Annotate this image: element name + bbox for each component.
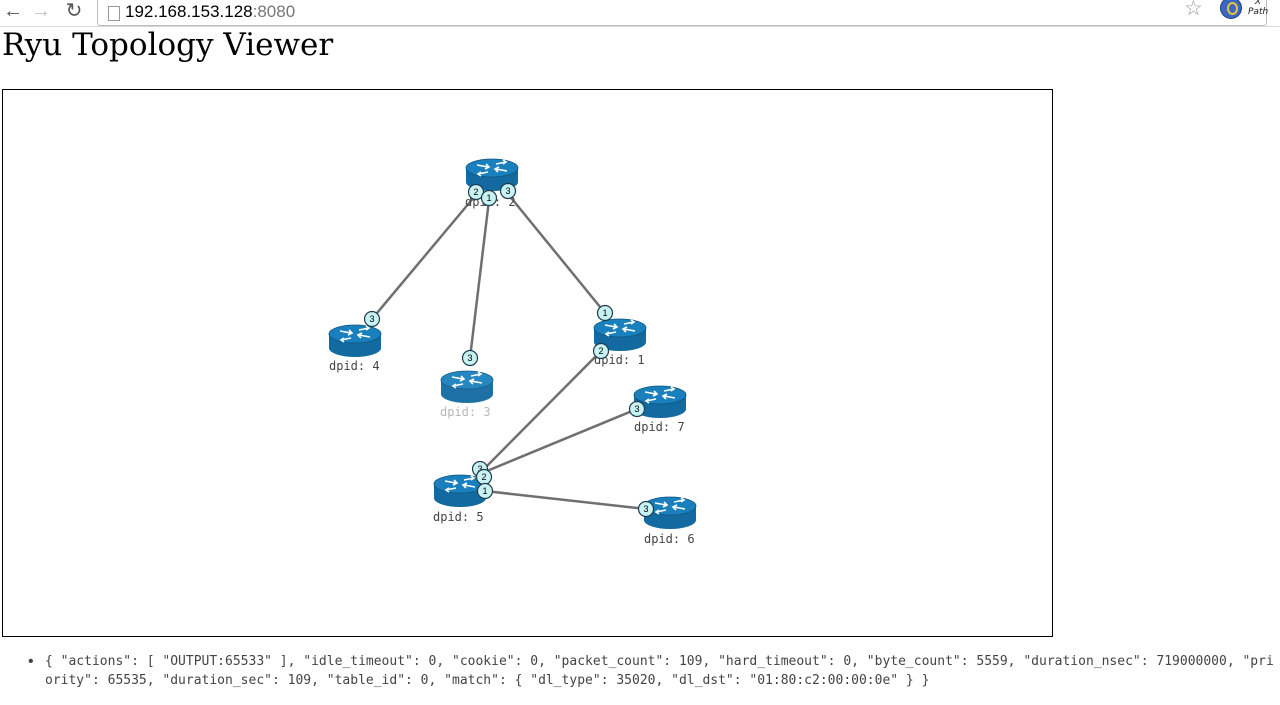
svg-text:1: 1 <box>486 193 491 203</box>
link-1-5 <box>481 350 602 472</box>
svg-text:2: 2 <box>598 346 603 356</box>
page-icon <box>108 6 120 21</box>
switch-7-icon[interactable] <box>633 385 687 418</box>
link-2-4 <box>371 195 476 320</box>
switch-4-icon[interactable] <box>328 324 382 357</box>
svg-text:2: 2 <box>473 187 478 197</box>
switch-3-icon[interactable] <box>440 370 494 403</box>
bookmark-star-icon[interactable]: ☆ <box>1184 0 1203 20</box>
port-6-3[interactable]: 3 <box>637 500 655 518</box>
port-2-1[interactable]: 1 <box>480 189 498 207</box>
port-2-2[interactable]: 2 <box>467 183 485 201</box>
port-4-3[interactable]: 3 <box>363 310 381 328</box>
switch-6-icon[interactable] <box>643 496 697 529</box>
port-3-3[interactable]: 3 <box>461 349 479 367</box>
switch-3-label: dpid: 3 <box>440 405 491 419</box>
url-port: :8080 <box>252 2 296 21</box>
port-5-2[interactable]: 2 <box>475 468 493 486</box>
svg-text:2: 2 <box>481 472 486 482</box>
switch-5-icon[interactable] <box>433 474 487 507</box>
port-1-1[interactable]: 1 <box>596 304 614 322</box>
svg-text:3: 3 <box>643 504 648 514</box>
forward-arrow-icon[interactable]: → <box>31 0 51 22</box>
switch-7-label: dpid: 7 <box>634 420 685 434</box>
link-5-7 <box>481 407 638 475</box>
svg-text:3: 3 <box>467 353 472 363</box>
port-5-1[interactable]: 1 <box>476 482 494 500</box>
svg-text:3: 3 <box>505 186 510 196</box>
flow-list: { "actions": [ "OUTPUT:65533" ], "idle_t… <box>0 652 1280 690</box>
port-1-2[interactable]: 2 <box>592 342 610 360</box>
link-5-6 <box>484 489 647 511</box>
link-2-3 <box>468 199 491 359</box>
svg-text:3: 3 <box>369 314 374 324</box>
url-host: 192.168.153.128 <box>125 2 253 21</box>
svg-text:1: 1 <box>482 486 487 496</box>
switch-1-icon[interactable] <box>593 318 647 351</box>
svg-text:3: 3 <box>634 404 639 414</box>
port-2-3[interactable]: 3 <box>499 182 517 200</box>
back-arrow-icon[interactable]: ← <box>3 0 23 22</box>
xpath-label-path: Path <box>1248 7 1269 17</box>
xpath-label-x: X <box>1254 0 1262 7</box>
svg-text:1: 1 <box>602 308 607 318</box>
switch-4-label: dpid: 4 <box>329 359 380 373</box>
switch-6-label: dpid: 6 <box>644 532 695 546</box>
address-url[interactable]: 192.168.153.128:8080 <box>125 3 295 21</box>
link-2-1 <box>507 193 606 314</box>
extension-globe-icon[interactable] <box>1220 0 1242 19</box>
port-7-3[interactable]: 3 <box>628 400 646 418</box>
svg-text:3: 3 <box>477 464 482 474</box>
page-title: Ryu Topology Viewer <box>2 27 334 63</box>
switch-5-label: dpid: 5 <box>433 510 484 524</box>
flow-entry: { "actions": [ "OUTPUT:65533" ], "idle_t… <box>0 652 1280 690</box>
reload-icon[interactable]: ↻ <box>65 0 83 22</box>
